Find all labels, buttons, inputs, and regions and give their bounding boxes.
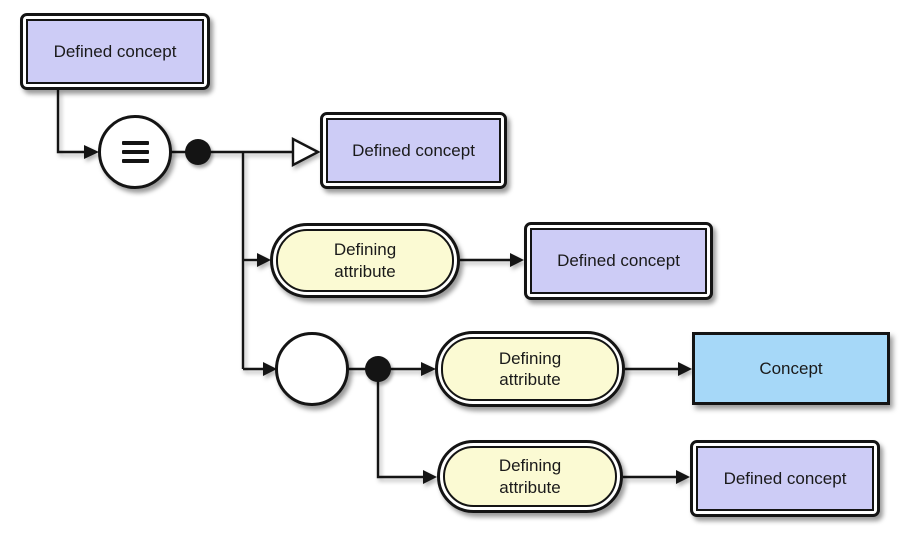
target-row2-inner: Defined concept: [530, 228, 707, 294]
equivalence-icon: [98, 115, 172, 189]
primitive-concept-box: Concept: [692, 332, 890, 405]
arrowhead-into-pill2: [257, 253, 271, 267]
arrowhead-into-box-row4: [676, 470, 690, 484]
defining-attribute-pill-row4: Defining attribute: [437, 440, 623, 513]
node-label: Defining attribute: [498, 456, 562, 497]
target-defined-concept-box-row4: Defined concept: [690, 440, 880, 517]
pill-inner: Defining attribute: [443, 446, 617, 507]
node-label: Defining attribute: [498, 348, 562, 389]
defining-attribute-pill-row3: Defining attribute: [435, 331, 625, 407]
pill-inner: Defining attribute: [276, 229, 454, 292]
node-label: Defining attribute: [333, 240, 397, 281]
conjunction-dot-icon: [185, 139, 211, 165]
node-label: Defined concept: [352, 140, 475, 160]
arrowhead-into-box-row2: [510, 253, 524, 267]
source-defined-concept-box: Defined concept: [20, 13, 210, 90]
equivalence-bar: [121, 150, 149, 154]
pill-inner: Defining attribute: [441, 337, 619, 401]
node-label: Concept: [759, 358, 823, 378]
arrowhead-into-pill3: [421, 362, 436, 376]
conjunction-dot-icon: [365, 356, 391, 382]
node-label: Defined concept: [53, 41, 177, 61]
edge-source-to-equivalence: [56, 90, 84, 154]
node-label: Defined concept: [723, 468, 847, 488]
arrowhead-into-concept: [678, 362, 692, 376]
arrowhead-into-equivalence: [84, 145, 99, 159]
equivalence-bar: [121, 159, 149, 163]
defining-attribute-pill-row2: Defining attribute: [270, 223, 460, 298]
source-defined-concept-inner: Defined concept: [26, 19, 204, 84]
arrowhead-into-pill4: [423, 470, 437, 484]
isa-target-defined-concept-box: Defined concept: [320, 112, 507, 189]
target-defined-concept-box-row2: Defined concept: [524, 222, 713, 300]
isa-target-inner: Defined concept: [326, 118, 501, 183]
node-label: Defined concept: [557, 251, 680, 270]
equivalence-bar: [121, 141, 149, 145]
isa-arrowhead-icon: [291, 137, 321, 167]
target-row4-inner: Defined concept: [696, 446, 874, 511]
role-group-icon: [275, 332, 349, 406]
arrowhead-into-rolegroup: [263, 362, 277, 376]
edge-dot2-vertical: [376, 380, 423, 479]
